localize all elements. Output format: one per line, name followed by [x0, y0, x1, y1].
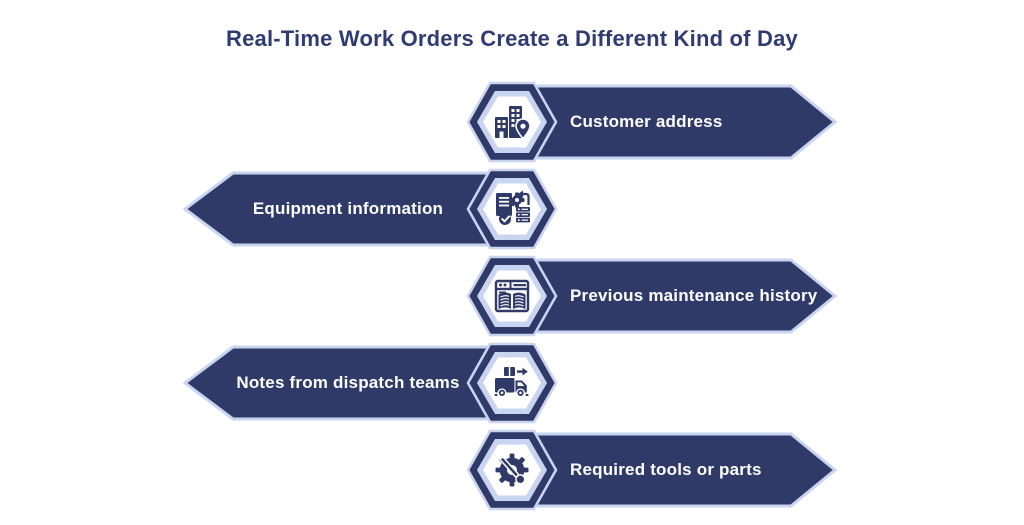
row-label: Customer address: [570, 112, 723, 131]
row-equipment-information: [182, 168, 558, 250]
row-label: Required tools or parts: [570, 460, 762, 479]
row-customer-address: [466, 81, 838, 163]
equipment-info-icon: [496, 190, 530, 225]
building-location-icon: [495, 106, 531, 140]
row-label: Equipment information: [252, 199, 444, 218]
page-title: Real-Time Work Orders Create a Different…: [226, 26, 798, 51]
row-label: Notes from dispatch teams: [236, 373, 460, 392]
row-label: Previous maintenance history: [570, 286, 818, 305]
row-previous-maintenance-history: [466, 255, 838, 337]
tools-parts-icon: [495, 453, 529, 487]
row-notes-from-dispatch-teams: [182, 342, 558, 424]
row-required-tools-or-parts: [466, 429, 838, 511]
maintenance-history-icon: [494, 279, 530, 313]
dispatch-truck-icon: [494, 367, 529, 398]
